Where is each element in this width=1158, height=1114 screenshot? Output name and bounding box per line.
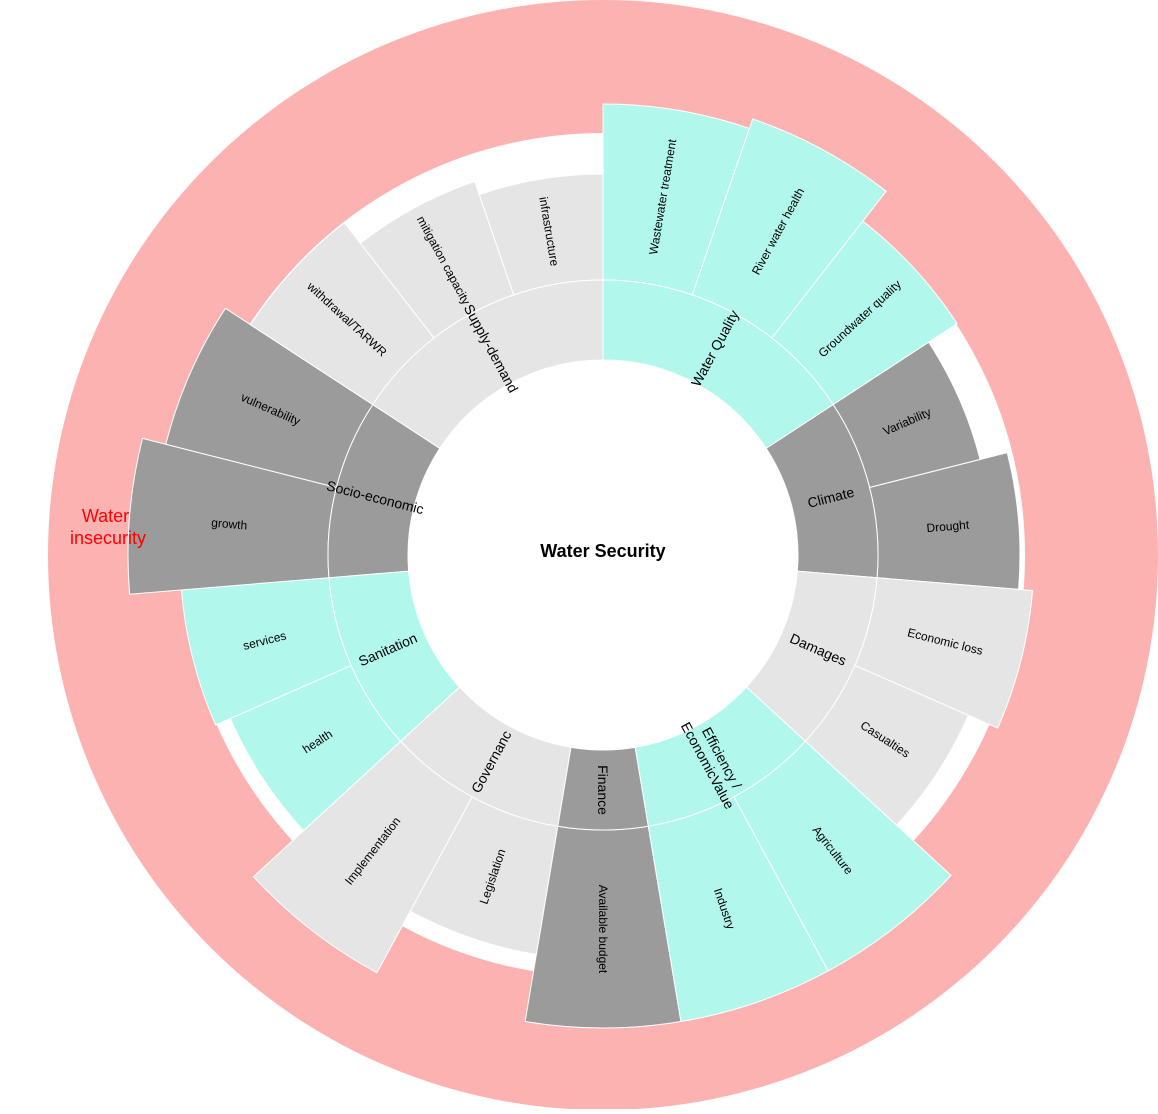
outer-ring-label-line2: insecurity — [70, 528, 146, 548]
label-drought: Drought — [926, 518, 970, 536]
label-finance-line: Finance — [595, 765, 611, 815]
label-growth: growth — [211, 516, 248, 533]
label-available-budget: Available budget — [596, 885, 610, 974]
category-supply-demand — [372, 279, 604, 450]
outer-ring-label-line1: Water — [82, 506, 129, 526]
label-finance: Finance — [595, 765, 611, 815]
center-title: Water Security — [540, 541, 665, 561]
outer-ring-label: Water insecurity — [70, 506, 146, 548]
